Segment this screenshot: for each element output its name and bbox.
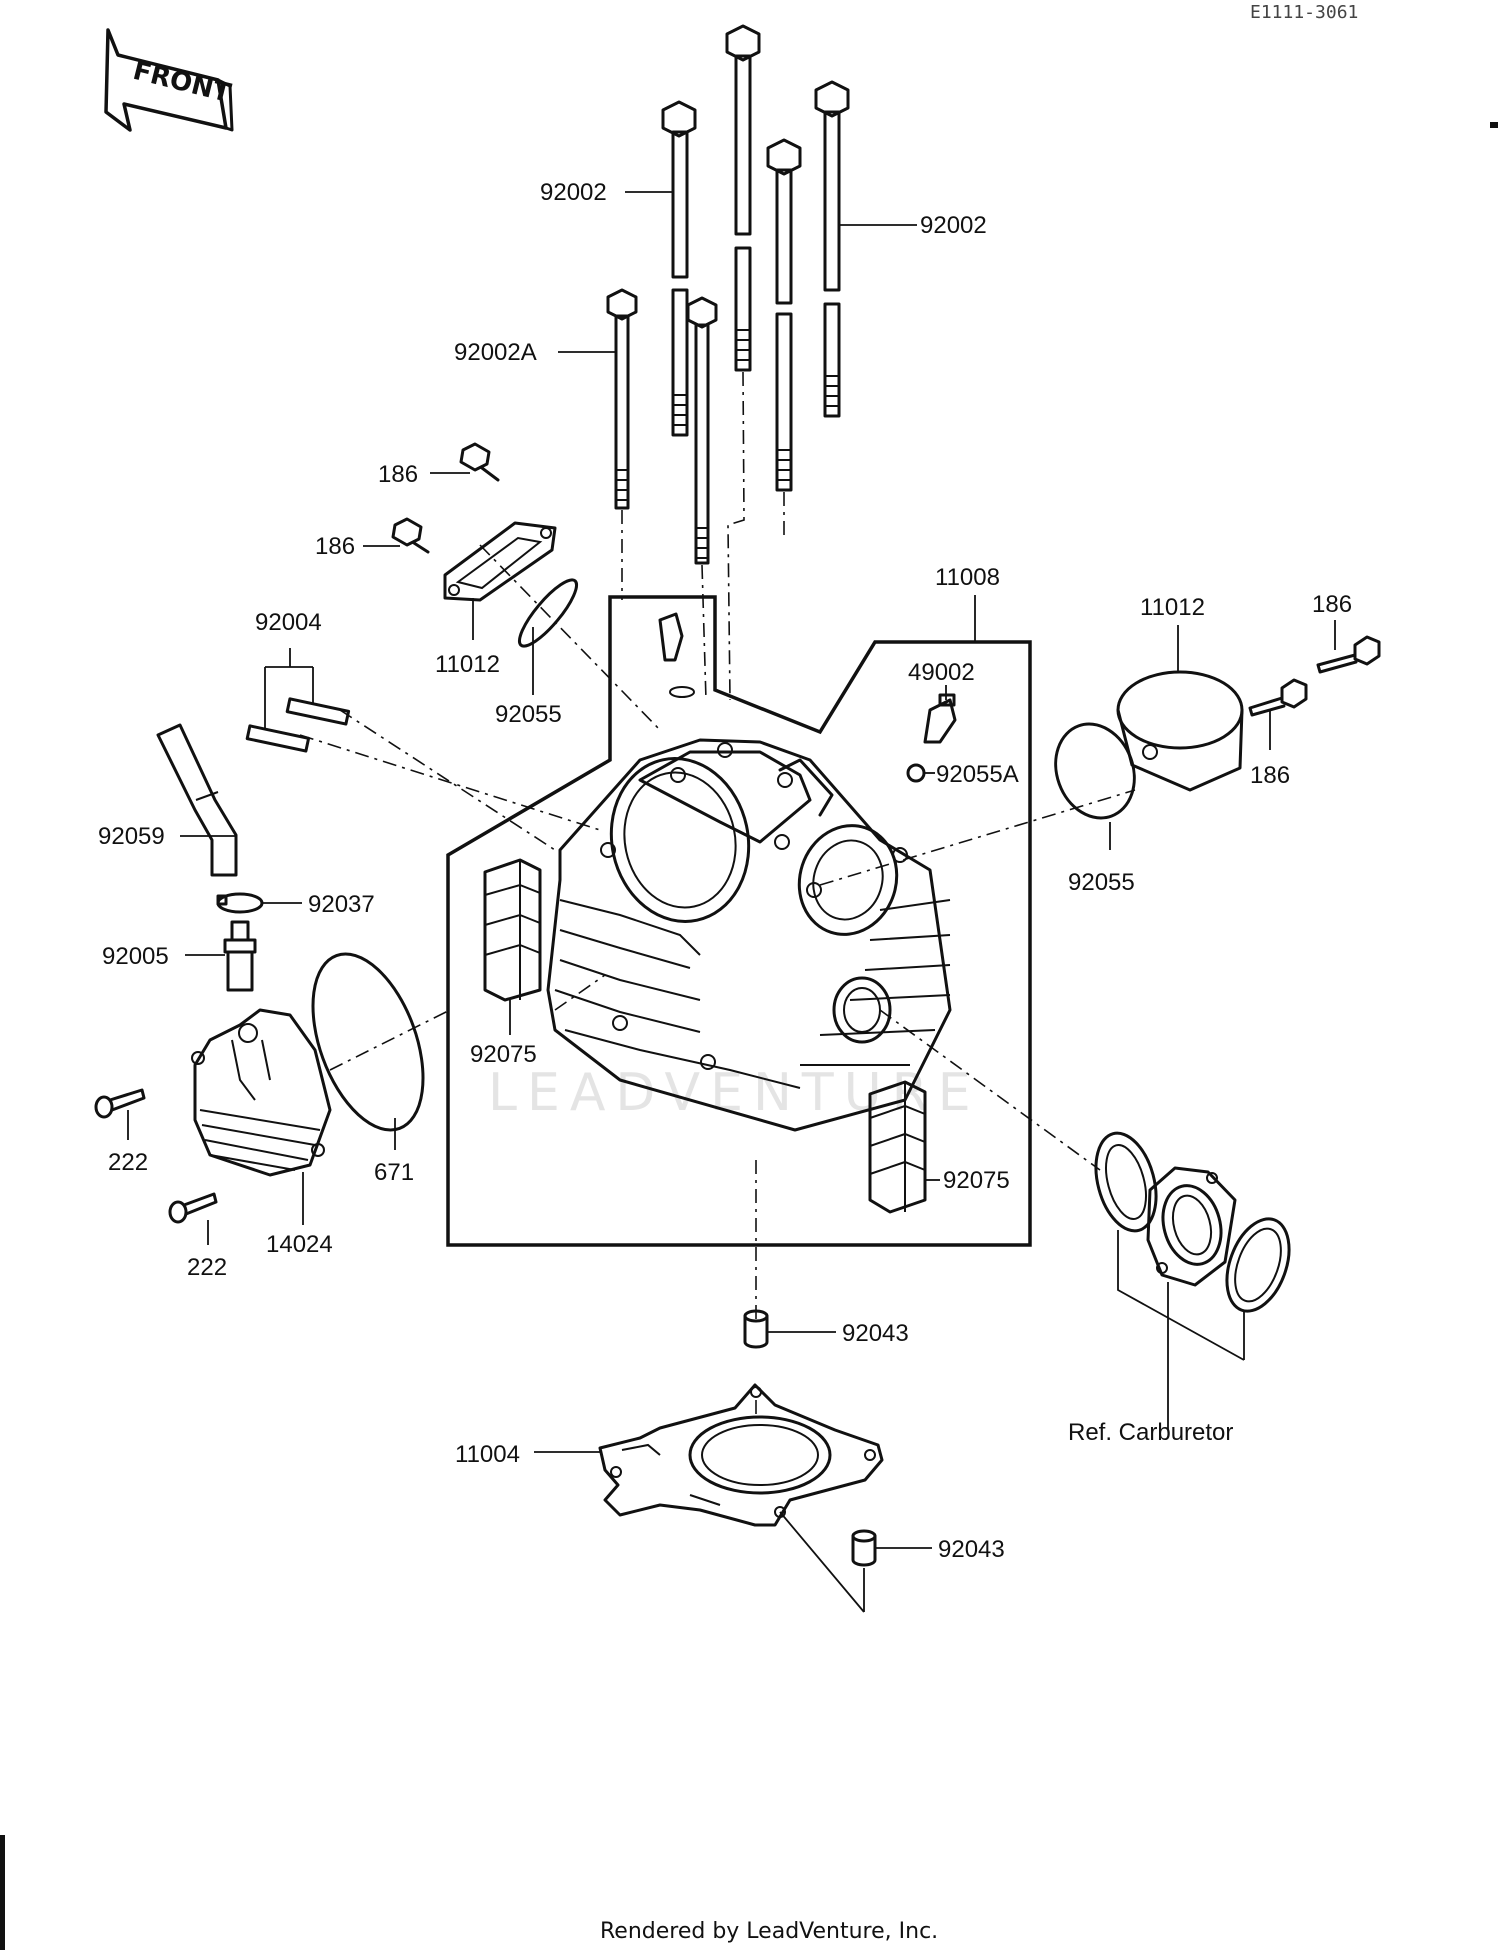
bolt-186-right-top <box>1316 635 1381 674</box>
damper-92075-right <box>868 1080 927 1214</box>
label-49002: 49002 <box>908 659 975 686</box>
head-bolt-92002-2 <box>725 24 761 372</box>
label-92043-bottom: 92043 <box>938 1536 1005 1563</box>
watermark: LEADVENTURE <box>488 1063 981 1123</box>
oring-671 <box>311 952 425 1132</box>
carburetor-gasket-right <box>1225 1217 1291 1313</box>
carb-axis-line <box>879 1009 1101 1171</box>
front-arrow-icon: FRONT <box>104 28 234 132</box>
diagram-code: E1111-3061 <box>1250 2 1358 23</box>
head-gasket-11004 <box>598 1383 884 1527</box>
plug-center <box>658 612 695 698</box>
cover-14024 <box>191 1008 332 1177</box>
label-11008: 11008 <box>935 564 1000 591</box>
page-edge-mark <box>1490 122 1498 128</box>
oring-axis-line <box>329 1009 451 1071</box>
footer-credit: Rendered by LeadVenture, Inc. <box>600 1919 938 1944</box>
label-92043-top: 92043 <box>842 1320 909 1347</box>
dowel-92043-top <box>743 1309 769 1349</box>
stud-92004 <box>245 697 351 753</box>
carburetor-insulator <box>1146 1166 1237 1287</box>
cylinder-head-body <box>546 738 952 1132</box>
label-92055-right: 92055 <box>1068 869 1135 896</box>
hose-92059 <box>156 723 238 877</box>
bolt-186-top <box>459 442 500 482</box>
label-92059: 92059 <box>98 823 165 850</box>
head-bolt-short <box>686 296 718 565</box>
label-11004: 11004 <box>455 1441 520 1468</box>
head-bolt-92002a <box>606 288 638 510</box>
head-bolt-92002-3 <box>766 138 802 492</box>
fitting-92005 <box>223 920 257 992</box>
bolt-centerline-2 <box>701 564 707 701</box>
damper-92075-left <box>483 858 542 1002</box>
label-92002a: 92002A <box>454 339 537 366</box>
dowel-92043-bottom <box>851 1529 877 1567</box>
clamp-92037 <box>216 892 264 914</box>
front-badge-label: FRONT <box>130 56 234 109</box>
head-bolt-92002-4 <box>814 80 850 418</box>
label-92002-left: 92002 <box>540 179 607 206</box>
label-92005: 92005 <box>102 943 169 970</box>
bolt-186-right-mid <box>1248 678 1308 717</box>
left-axis-line-2 <box>339 709 556 851</box>
leader-ref-carburetor <box>1117 1230 1245 1430</box>
label-222-b: 222 <box>187 1254 227 1281</box>
label-11012-left: 11012 <box>435 651 500 678</box>
label-92002-right: 92002 <box>920 212 987 239</box>
screw-222-a <box>94 1088 146 1119</box>
label-ref-carburetor: Ref. Carburetor <box>1068 1419 1233 1446</box>
plug-49002 <box>923 693 957 744</box>
carburetor-gasket-left <box>1094 1131 1158 1233</box>
washer-92055a <box>906 763 926 783</box>
label-92055-left: 92055 <box>495 701 562 728</box>
label-186-right-top: 186 <box>1312 591 1352 618</box>
label-222-a: 222 <box>108 1149 148 1176</box>
label-14024: 14024 <box>266 1231 333 1258</box>
left-axis-line <box>299 734 601 831</box>
label-92075-left: 92075 <box>470 1041 537 1068</box>
page-edge-mark-left <box>0 1835 5 1950</box>
head-assembly-frame-11008 <box>446 595 1032 1247</box>
label-92055a: 92055A <box>936 761 1019 788</box>
bolt-centerline-3 <box>727 371 745 701</box>
bolt-186-mid <box>391 517 430 554</box>
head-bolt-92002-1 <box>661 100 697 437</box>
cover-11012-right <box>1116 670 1244 792</box>
screw-222-b <box>168 1192 218 1224</box>
label-92004: 92004 <box>255 609 322 636</box>
label-186-top: 186 <box>378 461 418 488</box>
label-186-mid: 186 <box>315 533 355 560</box>
oring-92055-left <box>517 578 579 648</box>
cover-axis-line <box>479 544 661 731</box>
right-axis-line <box>819 789 1136 886</box>
label-92037: 92037 <box>308 891 375 918</box>
damper-axis-line <box>554 974 606 1011</box>
label-671: 671 <box>374 1159 414 1186</box>
cover-11012-left <box>443 521 557 602</box>
label-11012-right: 11012 <box>1140 594 1205 621</box>
leader-92004 <box>264 648 314 730</box>
label-92075-right: 92075 <box>943 1167 1010 1194</box>
label-186-right-mid: 186 <box>1250 762 1290 789</box>
leader-gasket-dowel <box>779 1511 865 1613</box>
hose-92059-joint <box>195 791 219 801</box>
oring-92055-right <box>1054 722 1136 820</box>
